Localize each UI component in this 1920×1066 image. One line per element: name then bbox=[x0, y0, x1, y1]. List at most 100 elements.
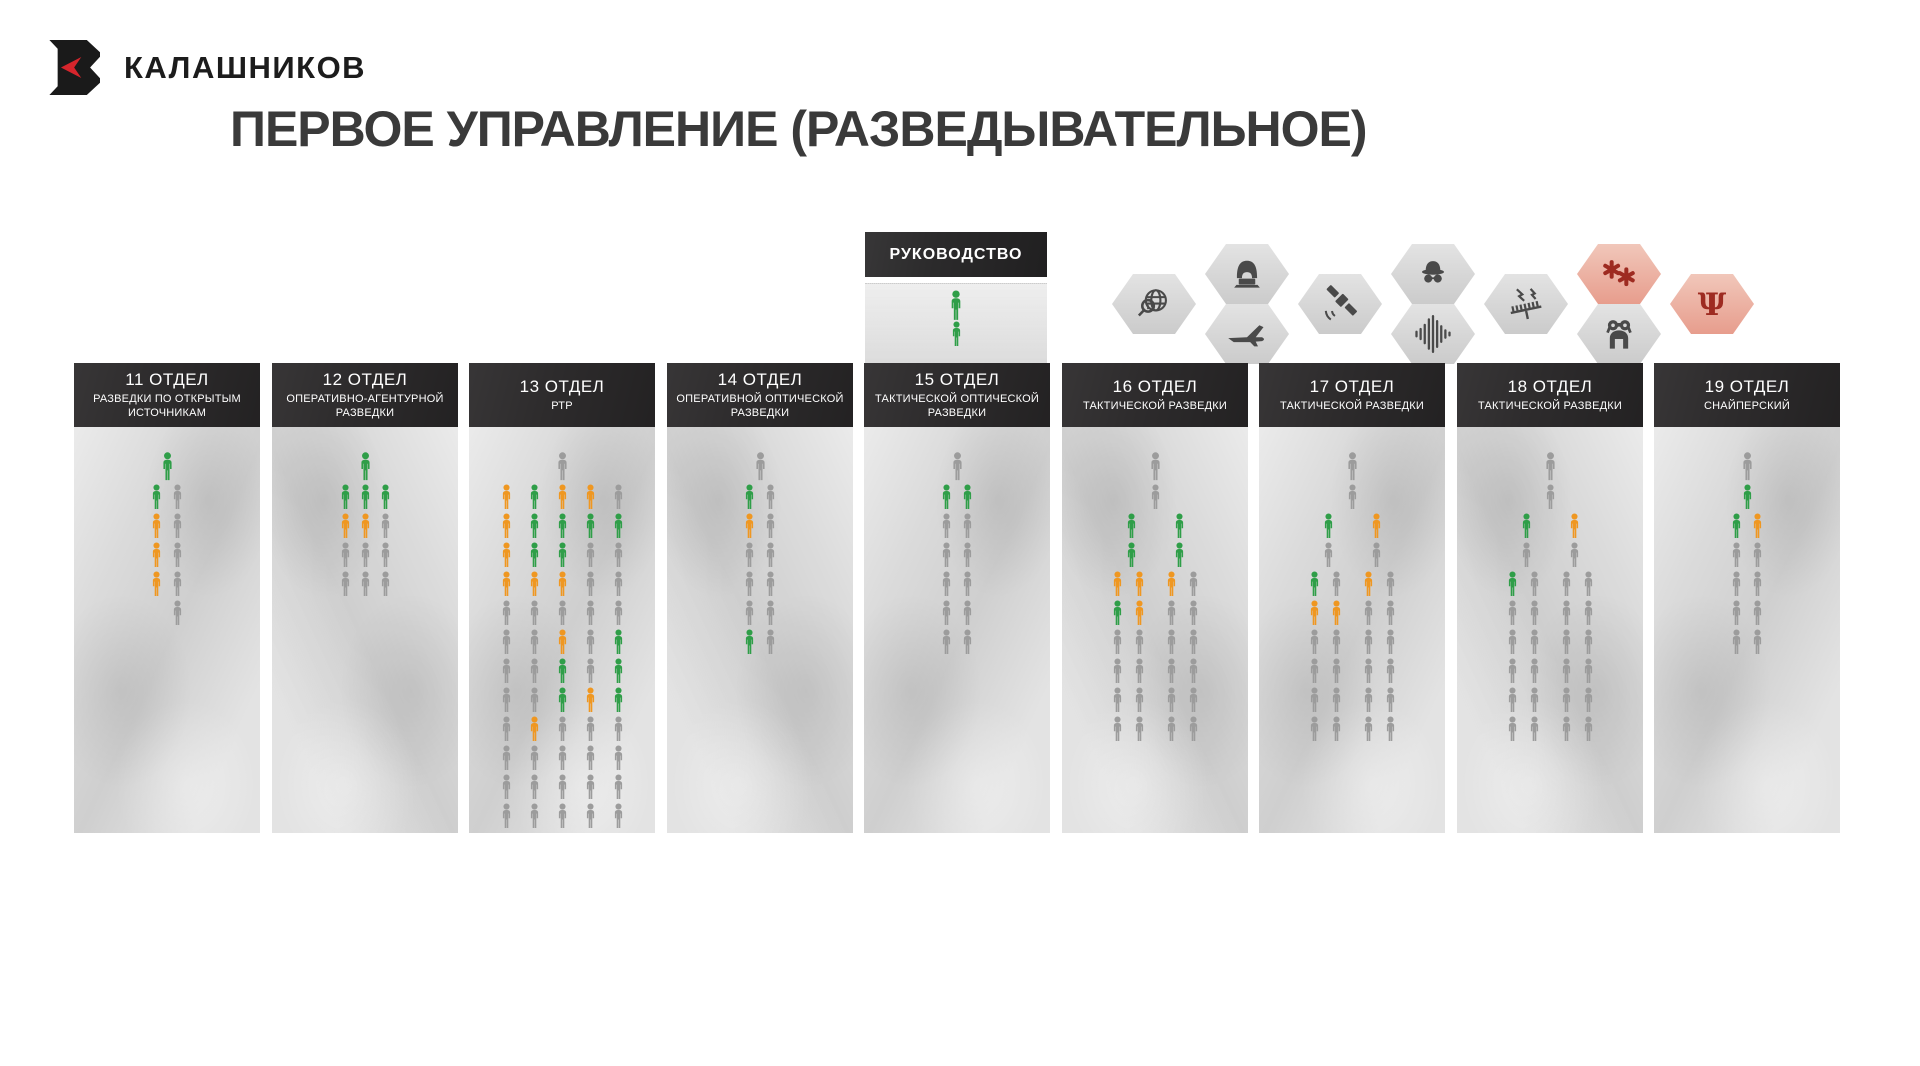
person-icon bbox=[558, 658, 566, 683]
department-header: 12 ОТДЕЛ ОПЕРАТИВНО-АГЕНТУРНОЙ РАЗВЕДКИ bbox=[272, 363, 458, 427]
person-icon bbox=[1372, 513, 1380, 538]
person-icon bbox=[1332, 600, 1340, 625]
person-icon bbox=[1386, 658, 1394, 683]
person-icon bbox=[614, 513, 622, 538]
person-icon bbox=[1127, 542, 1135, 567]
person-icon bbox=[502, 803, 510, 828]
figure-row bbox=[492, 600, 632, 626]
person-icon bbox=[614, 571, 622, 596]
person-icon bbox=[1545, 452, 1555, 481]
binoculars-observer-icon bbox=[1606, 320, 1632, 349]
person-icon bbox=[1332, 658, 1340, 683]
department-column-17: 17 ОТДЕЛ ТАКТИЧЕСКОЙ РАЗВЕДКИ bbox=[1259, 363, 1445, 833]
person-icon bbox=[614, 542, 622, 567]
person-icon bbox=[558, 542, 566, 567]
person-icon bbox=[614, 745, 622, 770]
person-icon bbox=[1113, 716, 1121, 741]
person-icon bbox=[1753, 571, 1762, 596]
person-icon bbox=[942, 571, 951, 596]
audio-wave-icon bbox=[1415, 314, 1451, 354]
person-icon bbox=[1508, 658, 1516, 683]
person-icon bbox=[1732, 629, 1741, 654]
person-icon bbox=[1570, 542, 1578, 567]
department-subtitle: ТАКТИЧЕСКОЙ РАЗВЕДКИ bbox=[1477, 399, 1623, 412]
person-icon bbox=[381, 542, 389, 567]
department-column-15: 15 ОТДЕЛ ТАКТИЧЕСКОЙ ОПТИЧЕСКОЙ РАЗВЕДКИ bbox=[864, 363, 1050, 833]
person-icon bbox=[1562, 687, 1570, 712]
kalashnikov-logo-icon bbox=[49, 40, 100, 95]
person-icon bbox=[152, 542, 161, 567]
person-icon bbox=[502, 658, 510, 683]
person-icon bbox=[558, 513, 566, 538]
person-icon bbox=[1742, 452, 1752, 481]
person-icon bbox=[530, 571, 538, 596]
person-icon bbox=[341, 513, 349, 538]
department-body bbox=[864, 427, 1050, 833]
person-icon bbox=[152, 484, 161, 509]
figure-row bbox=[1106, 571, 1204, 597]
person-icon bbox=[530, 513, 538, 538]
figure-row bbox=[492, 803, 632, 829]
figure-row bbox=[1106, 658, 1204, 684]
figure-row bbox=[492, 513, 632, 539]
person-icon bbox=[1584, 571, 1592, 596]
person-icon bbox=[586, 687, 594, 712]
person-icon bbox=[530, 542, 538, 567]
person-icon bbox=[162, 452, 172, 481]
person-icon bbox=[502, 600, 510, 625]
person-icon bbox=[1113, 629, 1121, 654]
person-icon bbox=[1189, 658, 1197, 683]
person-icon bbox=[530, 629, 538, 654]
figure-row bbox=[1501, 600, 1599, 626]
person-icon bbox=[586, 658, 594, 683]
figure-row bbox=[936, 600, 978, 626]
person-icon bbox=[755, 452, 765, 481]
department-number: 15 ОТДЕЛ bbox=[914, 370, 1000, 390]
person-icon bbox=[502, 629, 510, 654]
leadership-person bbox=[947, 290, 965, 321]
figure-row-leader bbox=[353, 452, 377, 481]
department-column-19: 19 ОТДЕЛ СНАЙПЕРСКИЙ bbox=[1654, 363, 1840, 833]
department-body bbox=[469, 427, 655, 833]
figure-row bbox=[936, 571, 978, 597]
figure-row bbox=[739, 542, 781, 568]
figure-row-single bbox=[1539, 484, 1561, 510]
department-header: 16 ОТДЕЛ ТАКТИЧЕСКОЙ РАЗВЕДКИ bbox=[1062, 363, 1248, 427]
department-header: 19 ОТДЕЛ СНАЙПЕРСКИЙ bbox=[1654, 363, 1840, 427]
person-icon bbox=[1570, 513, 1578, 538]
department-body bbox=[1654, 427, 1840, 833]
person-icon bbox=[586, 774, 594, 799]
footer-whitespace bbox=[0, 833, 1920, 1066]
person-icon bbox=[1753, 542, 1762, 567]
person-icon bbox=[1584, 658, 1592, 683]
figure-row bbox=[739, 600, 781, 626]
figure-row bbox=[739, 484, 781, 510]
figure-row bbox=[492, 716, 632, 742]
person-icon bbox=[1732, 571, 1741, 596]
person-icon bbox=[1175, 513, 1183, 538]
person-icon bbox=[745, 513, 754, 538]
figure-row-leader bbox=[546, 452, 578, 481]
person-icon bbox=[361, 571, 369, 596]
figure-row bbox=[936, 542, 978, 568]
department-number: 12 ОТДЕЛ bbox=[322, 370, 408, 390]
person-icon bbox=[530, 745, 538, 770]
person-icon bbox=[942, 542, 951, 567]
person-icon bbox=[381, 484, 389, 509]
figure-row bbox=[936, 513, 978, 539]
person-icon bbox=[745, 629, 754, 654]
figure-row-leader bbox=[1537, 452, 1563, 481]
person-icon bbox=[1753, 513, 1762, 538]
figure-row-pairleads bbox=[1304, 513, 1400, 539]
figure-row-leader bbox=[1735, 452, 1760, 481]
figure-row-pairleads bbox=[1502, 542, 1598, 568]
person-icon bbox=[1347, 452, 1357, 481]
person-icon bbox=[614, 803, 622, 828]
figure-row bbox=[146, 484, 188, 510]
figure-row bbox=[492, 658, 632, 684]
person-icon bbox=[1332, 687, 1340, 712]
person-icon bbox=[952, 452, 962, 481]
person-icon bbox=[1364, 716, 1372, 741]
person-icon bbox=[614, 687, 622, 712]
